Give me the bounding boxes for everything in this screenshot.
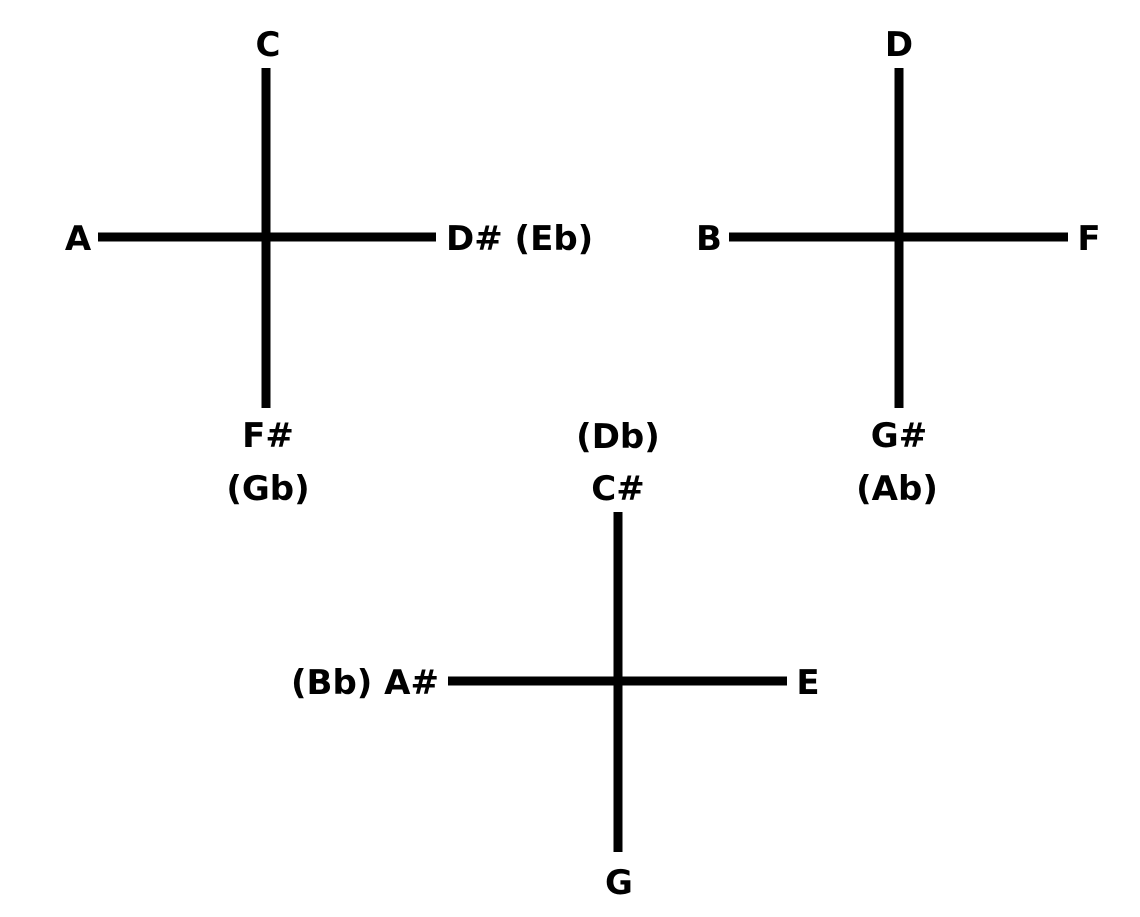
cross-3-bottom-label: G <box>605 863 633 903</box>
cross-1-bottom-label-line2: (Gb) <box>226 469 309 509</box>
cross-2-left-label: B <box>696 219 722 259</box>
cross-2-right-label: F <box>1077 219 1100 259</box>
cross-3-left-label: (Bb) A# <box>291 663 439 703</box>
cross-1: C A D# (Eb) F# (Gb) <box>65 25 593 509</box>
cross-2: D B F G# (Ab) <box>696 25 1101 509</box>
cross-1-top-label: C <box>256 25 281 65</box>
cross-3-right-label: E <box>796 663 819 703</box>
cross-3: (Db) C# (Bb) A# E G <box>291 417 820 903</box>
cross-1-bottom-label-line1: F# <box>242 416 294 456</box>
cross-1-left-label: A <box>65 219 92 259</box>
cross-3-top-label-line1: (Db) <box>576 417 660 457</box>
cross-3-top-label-line2: C# <box>591 469 644 509</box>
cross-2-top-label: D <box>885 25 913 65</box>
cross-2-bottom-label-line2: (Ab) <box>856 469 938 509</box>
cross-2-bottom-label-line1: G# <box>871 416 927 456</box>
cross-1-right-label: D# (Eb) <box>446 219 593 259</box>
